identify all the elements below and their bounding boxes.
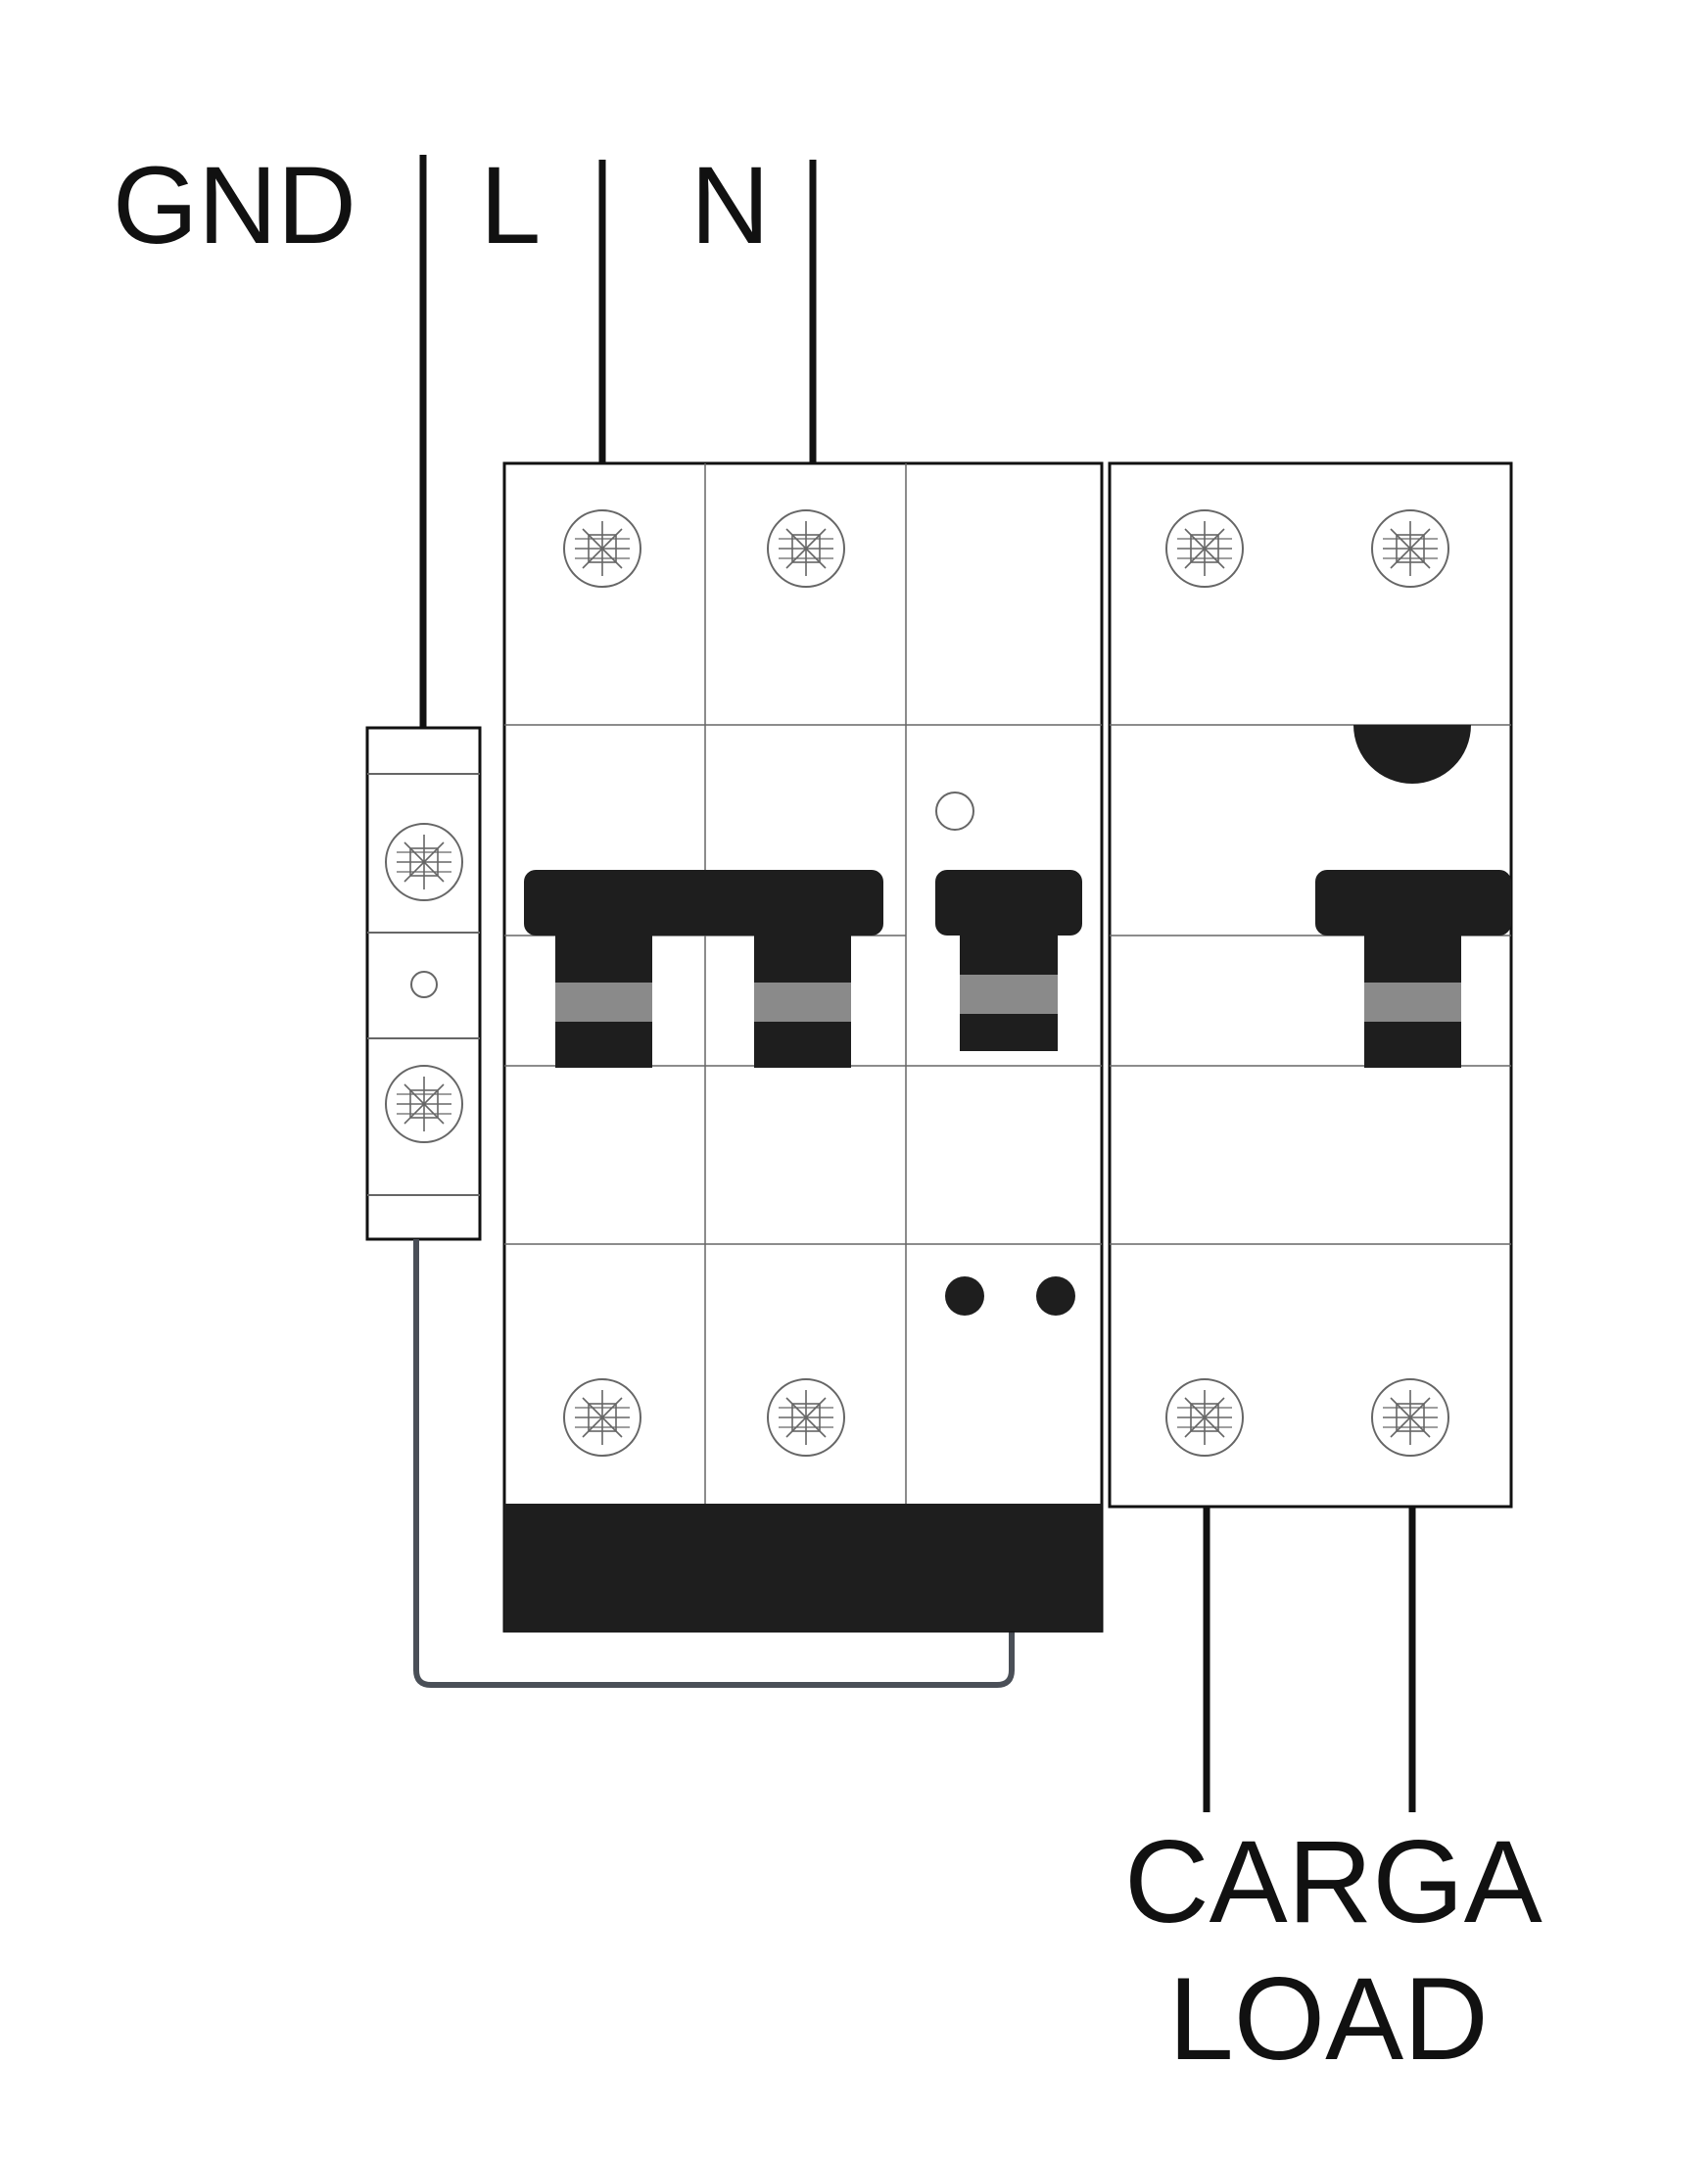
ground-lead	[413, 1239, 1015, 1688]
screw-terminal-icon[interactable]	[563, 509, 641, 588]
screw-terminal-icon[interactable]	[1371, 509, 1449, 588]
screw-terminal-icon[interactable]	[767, 1378, 845, 1457]
screw-terminal-icon[interactable]	[1165, 1378, 1244, 1457]
screw-terminal-icon[interactable]	[1165, 509, 1244, 588]
rcd-test-handle[interactable]	[935, 870, 1082, 1051]
line-label: L	[480, 144, 541, 266]
trip-indicator-icon	[1353, 725, 1471, 784]
screw-terminal-icon[interactable]	[385, 823, 463, 901]
rcd-device	[502, 461, 1104, 1633]
load-label-english: LOAD	[1168, 1953, 1489, 2085]
rcd-double-handle[interactable]	[524, 870, 883, 1068]
breaker-handle[interactable]	[1315, 870, 1511, 1068]
test-indicator-icon	[935, 792, 974, 831]
screw-terminal-icon[interactable]	[385, 1065, 463, 1143]
screw-terminal-icon[interactable]	[563, 1378, 641, 1457]
ground-terminal-block	[365, 726, 482, 1241]
status-dot-icon	[1036, 1276, 1075, 1316]
screw-terminal-icon[interactable]	[1371, 1378, 1449, 1457]
neutral-label: N	[690, 144, 770, 266]
gnd-label: GND	[113, 144, 356, 266]
load-label-spanish: CARGA	[1124, 1816, 1542, 1947]
screw-terminal-icon[interactable]	[767, 509, 845, 588]
indicator-dot-icon	[410, 971, 438, 998]
status-dot-icon	[945, 1276, 984, 1316]
rcd-base-bar	[504, 1504, 1102, 1631]
breaker-device	[1108, 461, 1513, 1509]
